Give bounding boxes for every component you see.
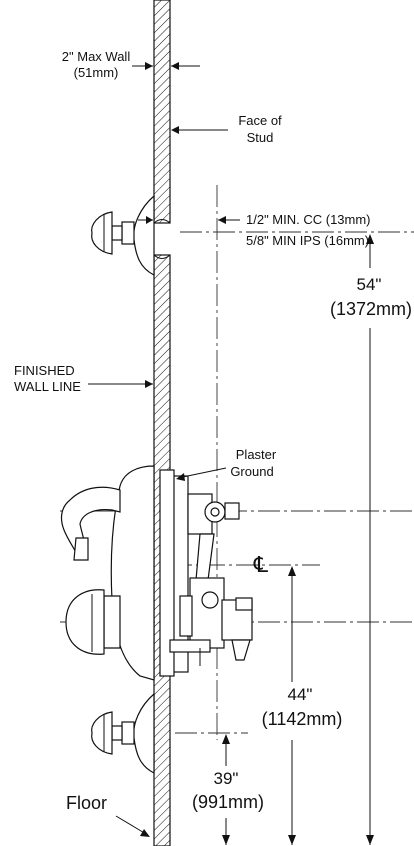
finished-wall-callout: FINISHED WALL LINE [14, 363, 153, 394]
min-cc-label: 1/2" MIN. CC (13mm) [246, 212, 371, 227]
dim-54-label: 54" [357, 275, 382, 294]
plaster-ground-callout: Plaster Ground [176, 447, 277, 481]
max-wall-mm-label: (51mm) [74, 65, 119, 80]
dimension-54: 54" (1372mm) [330, 234, 414, 845]
wall-line-label: WALL LINE [14, 379, 81, 394]
ground-label: Ground [230, 464, 273, 479]
dim-44-label: 44" [288, 685, 313, 704]
floor-callout: Floor [66, 793, 150, 837]
dim-54-mm-label: (1372mm) [330, 299, 412, 319]
dim-39-label: 39" [214, 769, 239, 788]
plaster-label: Plaster [236, 447, 277, 462]
min-ips-label: 5/8" MIN IPS (16mm) [246, 233, 369, 248]
stud-label: Stud [247, 130, 274, 145]
wall-upper [153, 0, 171, 224]
max-wall-callout: 2" Max Wall (51mm) [62, 49, 200, 80]
face-of-stud-callout: Face of Stud [171, 113, 282, 145]
finished-label: FINISHED [14, 363, 75, 378]
upper-handle-fixture [91, 194, 155, 276]
min-depth-callout: 1/2" MIN. CC (13mm) 5/8" MIN IPS (16mm) [138, 212, 371, 248]
dimension-44: 44" (1142mm) [248, 566, 352, 845]
face-of-label: Face of [238, 113, 282, 128]
floor-label: Floor [66, 793, 107, 813]
max-wall-label: 2" Max Wall [62, 49, 131, 64]
lower-handle-fixture [91, 692, 155, 774]
dimension-39: 39" (991mm) [188, 734, 270, 845]
dim-39-mm-label: (991mm) [192, 792, 264, 812]
centerline-symbol: ℄ [253, 552, 269, 577]
main-valve-assembly [60, 465, 253, 681]
dim-44-mm-label: (1142mm) [262, 709, 343, 729]
